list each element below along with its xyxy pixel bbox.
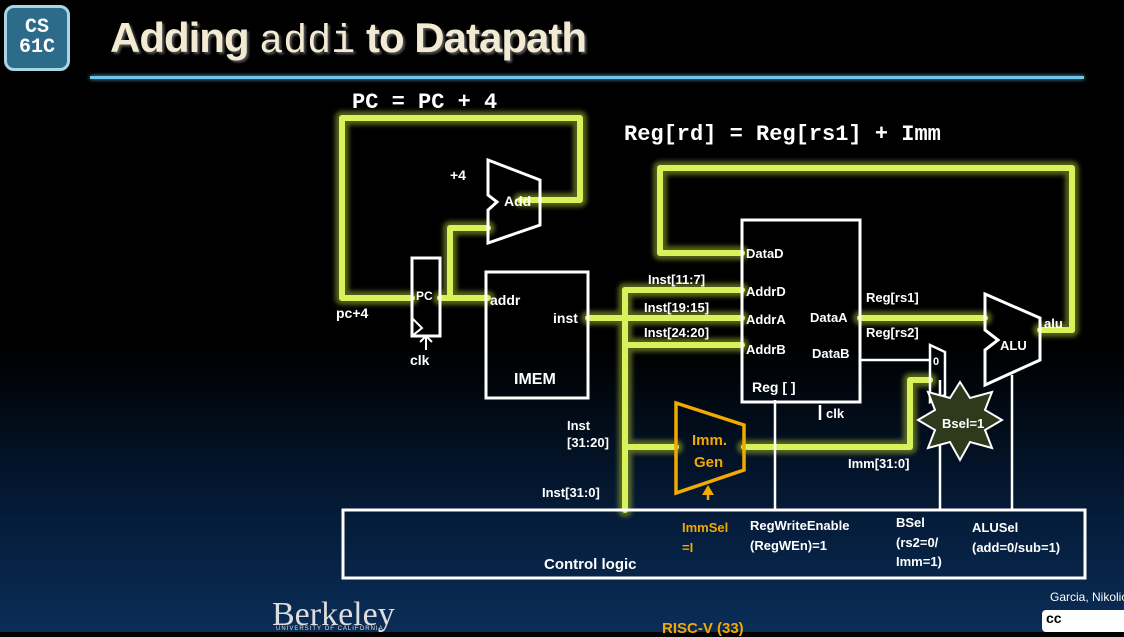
reg-update-equation: Reg[rd] = Reg[rs1] + Imm <box>624 122 941 147</box>
mux-zero-label: 0 <box>933 356 939 368</box>
control-logic-label: Control logic <box>544 556 637 573</box>
title-rule <box>90 76 1084 79</box>
alu-block <box>983 291 1042 388</box>
inst-19-15-label: Inst[19:15] <box>644 300 709 315</box>
bsel-label-1: BSel <box>896 515 925 530</box>
pc-clk-arrow <box>419 334 433 350</box>
addr-label: addr <box>490 292 521 308</box>
register-file <box>740 218 862 404</box>
imem-block <box>484 270 590 400</box>
bsel-label-3: Imm=1) <box>896 554 942 569</box>
alu-out-label: alu <box>1044 316 1063 331</box>
alu-label: ALU <box>1000 338 1027 353</box>
regwen-label-2: (RegWEn)=1 <box>750 538 827 553</box>
data-a-label: DataA <box>810 310 848 325</box>
inst-31-20-label-b: [31:20] <box>567 435 609 450</box>
title-prefix: Adding <box>110 14 260 61</box>
pc-clk-label: clk <box>410 352 430 368</box>
bsel-starburst <box>916 380 1004 463</box>
bsel-burst-label: Bsel=1 <box>942 416 984 431</box>
cc-license-badge: cc <box>1042 610 1124 632</box>
imm-31-0-label: Imm[31:0] <box>848 456 909 471</box>
pc-label: PC <box>416 289 433 303</box>
inst-31-0-label: Inst[31:0] <box>542 485 600 500</box>
pc-update-equation: PC = PC + 4 <box>352 90 497 115</box>
inst-label: inst <box>553 310 578 326</box>
title-code: addi <box>259 20 356 65</box>
imm-gen-label-2: Gen <box>694 454 723 471</box>
logo-line2: 61C <box>18 36 55 59</box>
bsel-mux <box>928 343 947 404</box>
inst-31-20-label-a: Inst <box>567 418 591 433</box>
alusel-label-2: (add=0/sub=1) <box>972 540 1060 555</box>
immsel-label-2: =I <box>682 540 693 555</box>
reg-rs1-label: Reg[rs1] <box>866 290 919 305</box>
alusel-label-1: ALUSel <box>972 520 1018 535</box>
pc-clock-triangle <box>411 317 424 337</box>
title-suffix: to Datapath <box>355 14 587 61</box>
add-label: Add <box>504 193 531 209</box>
data-b-label: DataB <box>812 346 850 361</box>
reg-label: Reg [ ] <box>752 379 796 395</box>
berkeley-logo: Berkeley <box>272 596 395 633</box>
bsel-label-2: (rs2=0/ <box>896 535 939 550</box>
berkeley-subtitle: UNIVERSITY OF CALIFORNIA <box>276 626 384 632</box>
inst-11-7-label: Inst[11:7] <box>648 272 705 287</box>
immsel-arrowhead <box>702 485 714 495</box>
control-logic-box <box>341 508 1087 580</box>
inst-24-20-label: Inst[24:20] <box>644 325 709 340</box>
addr-d-label: AddrD <box>746 284 786 299</box>
plus4-label: +4 <box>450 167 466 183</box>
imem-label: IMEM <box>514 371 556 388</box>
authors: Garcia, Nikolić <box>1050 590 1124 604</box>
addr-a-label: AddrA <box>746 312 786 327</box>
cs61c-logo: CS 61C <box>4 5 70 71</box>
reg-rs2-label: Reg[rs2] <box>866 325 919 340</box>
pc-plus4-label: pc+4 <box>336 305 369 321</box>
logo-line1: CS <box>24 16 49 39</box>
slide-number: RISC-V (33) <box>662 620 744 637</box>
addr-b-label: AddrB <box>746 342 786 357</box>
slide-title: Adding addi to Datapath <box>110 14 587 65</box>
immsel-label-1: ImmSel <box>682 520 728 535</box>
imm-gen-label-1: Imm. <box>692 432 727 449</box>
regwen-label-1: RegWriteEnable <box>750 518 849 533</box>
data-d-label: DataD <box>746 246 784 261</box>
imm-gen-block <box>674 400 746 496</box>
pc-adder <box>486 157 542 246</box>
highlight-paths <box>335 111 1079 517</box>
reg-clk-label: clk <box>826 406 845 421</box>
